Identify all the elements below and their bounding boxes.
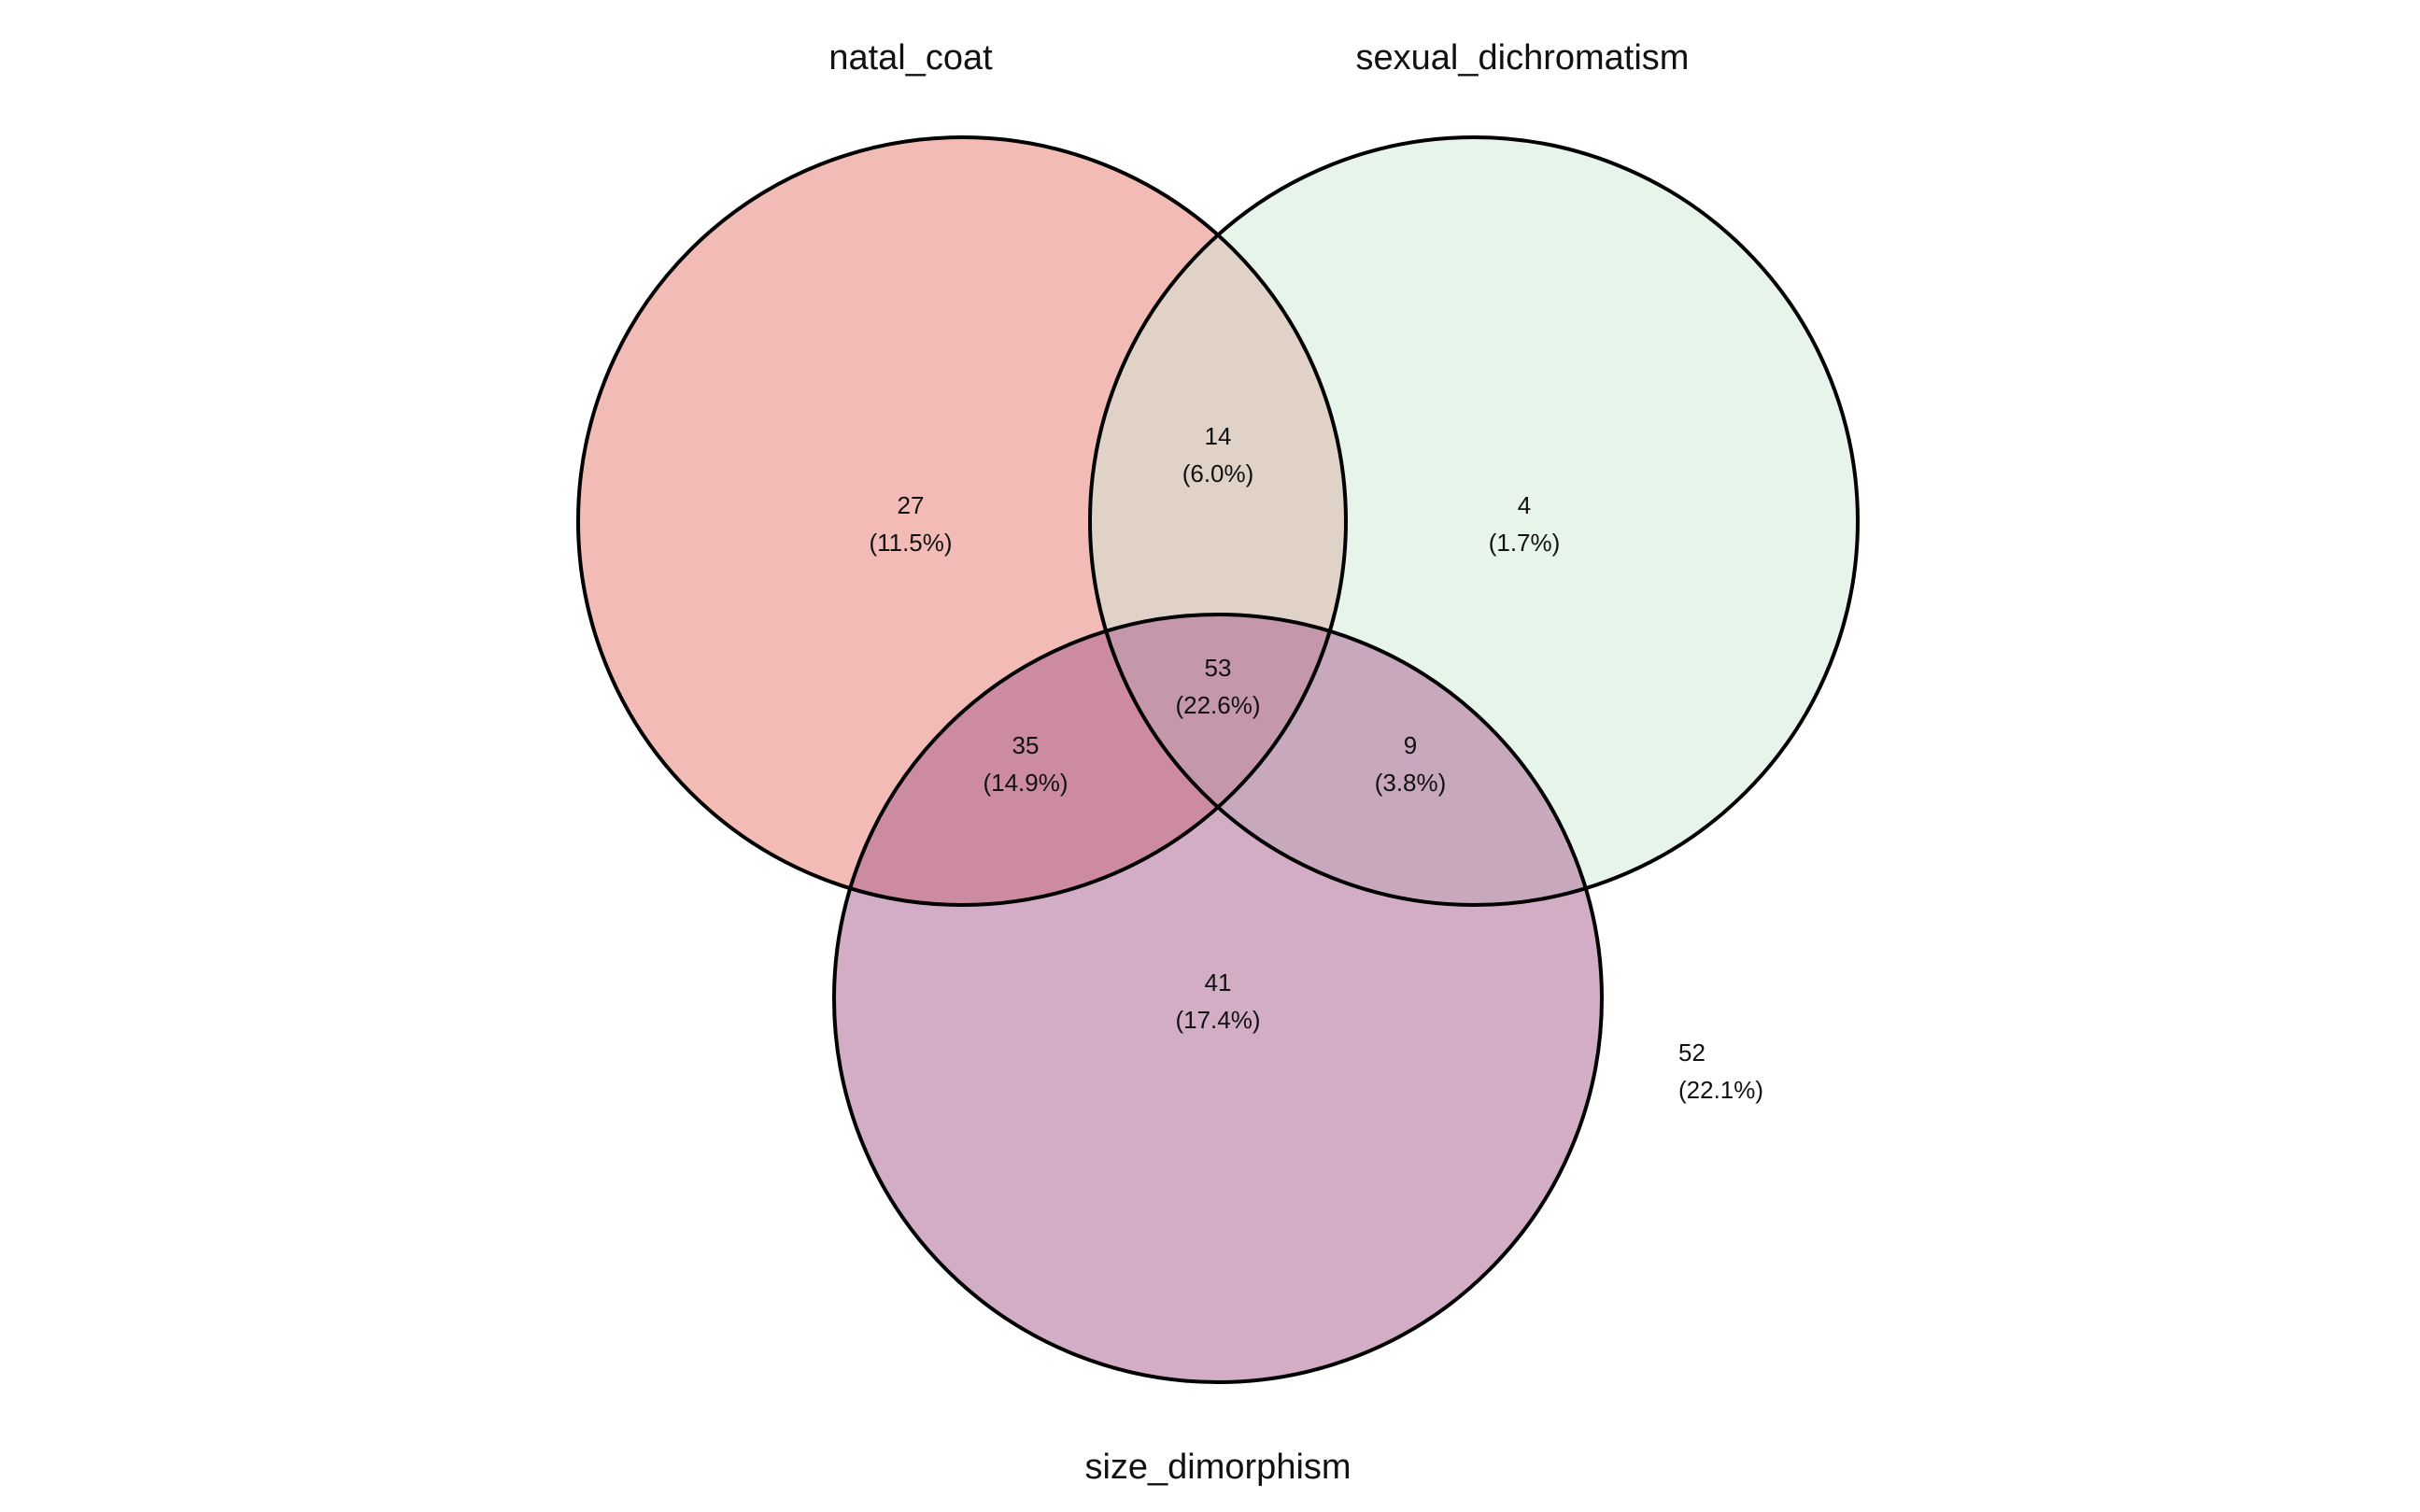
set-label-natal-coat: natal_coat <box>828 38 993 78</box>
set-fills <box>578 137 1858 1382</box>
region-sexual-dichromatism-size-dimorphism: 9 (3.8%) <box>1375 731 1447 797</box>
region-all-three: 53 (22.6%) <box>1175 654 1260 719</box>
set-circle-size-dimorphism <box>834 615 1602 1382</box>
set-outline-sexual-dichromatism <box>1088 135 1860 907</box>
set-outline-size-dimorphism <box>832 613 1604 1384</box>
region-percent: (3.8%) <box>1375 769 1447 797</box>
region-percent: (14.9%) <box>983 769 1068 797</box>
region-count: 27 <box>898 491 925 519</box>
region-none: 52 (22.1%) <box>1678 1039 1763 1104</box>
region-count: 14 <box>1205 422 1232 450</box>
region-count: 9 <box>1404 731 1417 759</box>
region-percent: (22.1%) <box>1678 1076 1763 1104</box>
region-count: 35 <box>1012 731 1040 759</box>
region-sexual-dichromatism-only: 4 (1.7%) <box>1489 491 1561 557</box>
region-percent: (11.5%) <box>869 529 952 557</box>
region-natal-coat-size-dimorphism: 35 (14.9%) <box>983 731 1068 797</box>
set-label-size-dimorphism: size_dimorphism <box>1084 1448 1351 1487</box>
region-count: 53 <box>1205 654 1232 682</box>
region-percent: (6.0%) <box>1182 459 1254 488</box>
region-count: 52 <box>1678 1039 1705 1067</box>
region-natal-coat-only: 27 (11.5%) <box>869 491 952 557</box>
set-outlines <box>576 135 1860 1384</box>
region-count: 4 <box>1518 491 1531 519</box>
region-percent: (17.4%) <box>1175 1006 1260 1034</box>
region-percent: (1.7%) <box>1489 529 1561 557</box>
region-count: 41 <box>1205 968 1232 996</box>
set-outline-natal-coat <box>576 135 1348 907</box>
region-percent: (22.6%) <box>1175 691 1260 719</box>
region-size-dimorphism-only: 41 (17.4%) <box>1175 968 1260 1034</box>
region-natal-coat-sexual-dichromatism: 14 (6.0%) <box>1182 422 1254 488</box>
set-label-sexual-dichromatism: sexual_dichromatism <box>1356 38 1690 78</box>
